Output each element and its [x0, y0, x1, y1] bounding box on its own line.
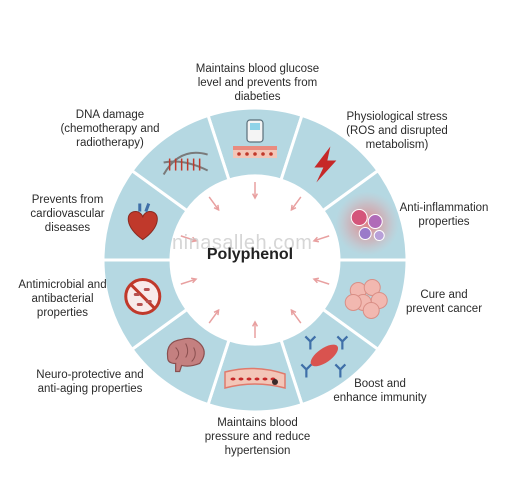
arrow-physiological-stress [290, 196, 302, 211]
label-antimicrobial: Antimicrobial and antibacterial properti… [18, 279, 107, 319]
arrow-dna-damage [208, 196, 220, 211]
blood-vessel-icon [224, 367, 286, 389]
arrowhead-neuro-protective [213, 308, 220, 316]
arrowhead-anti-inflammation [312, 236, 320, 243]
segment-dna-damage [129, 113, 231, 213]
dna-icon [162, 151, 209, 176]
center-title: Polyphenol [206, 246, 294, 263]
arrow-neuro-protective [208, 309, 220, 324]
arrow-antimicrobial [180, 278, 197, 285]
label-immunity: Boost and enhance immunity [333, 378, 427, 404]
arrowhead-antimicrobial [190, 277, 198, 284]
label-dna-damage: DNA damage (chemotherapy and radiotherap… [60, 109, 160, 149]
arrowhead-cancer [312, 277, 320, 284]
label-cancer: Cure and prevent cancer [405, 289, 483, 315]
arrowhead-dna-damage [213, 204, 220, 212]
arrowhead-immunity [290, 308, 297, 316]
label-cardiovascular: Prevents from cardiovascular diseases [30, 194, 105, 234]
watermark: ninasalleh.com [172, 232, 313, 254]
label-physiological-stress: Physiological stress (ROS and disrupted … [346, 111, 448, 151]
arrowhead-physiological-stress [290, 204, 297, 212]
no-bacteria-icon [124, 277, 162, 315]
arrowhead-blood-glucose [251, 193, 259, 200]
label-blood-glucose: Maintains blood glucose level and preven… [195, 63, 320, 103]
antibody-cell-icon [300, 335, 349, 378]
arrowhead-blood-pressure [251, 320, 259, 327]
glucose-meter-icon [233, 119, 277, 158]
inflamed-cells-icon [335, 191, 400, 256]
label-neuro-protective: Neuro-protective and anti-aging properti… [36, 369, 144, 395]
label-anti-inflammation: Anti-inflammation properties [399, 202, 489, 228]
arrow-immunity [290, 309, 302, 324]
arrowhead-cardiovascular [190, 236, 198, 243]
lightning-bolt-icon [314, 146, 337, 183]
arrow-cancer [313, 278, 330, 285]
arrow-cardiovascular [180, 235, 197, 242]
label-blood-pressure: Maintains blood pressure and reduce hype… [204, 417, 311, 457]
cancer-cells-icon [344, 278, 388, 319]
heart-icon [127, 203, 158, 241]
brain-icon [166, 337, 205, 373]
arrow-anti-inflammation [313, 235, 330, 242]
